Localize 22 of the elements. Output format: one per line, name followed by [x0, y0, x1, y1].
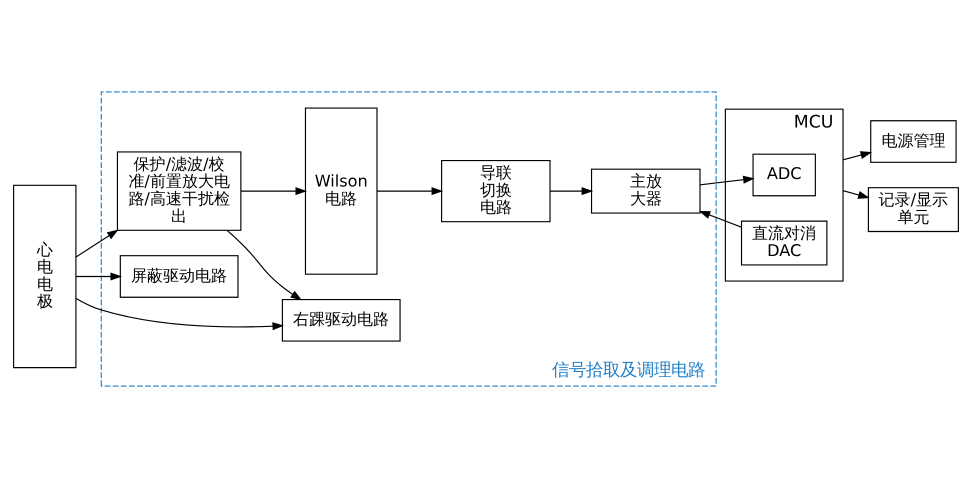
node-box: 右踝驱动电路 — [281, 298, 400, 342]
arrow — [376, 186, 443, 195]
node-box: 直流对消 DAC — [740, 220, 827, 266]
arrow — [75, 297, 284, 330]
arrow — [240, 186, 307, 195]
node-box: Wilson 电路 — [304, 107, 378, 274]
node-box: 保护/滤波/校准/前置放大电路/高速干扰检出 — [116, 150, 241, 230]
arrow — [700, 175, 754, 185]
arrow — [842, 150, 872, 160]
node-box: 心电电极 — [12, 184, 76, 368]
node-box: 电源管理 — [870, 120, 956, 162]
node-box: 导联切换电路 — [440, 159, 550, 222]
node-box: ADC — [752, 153, 816, 196]
node-box: 屏蔽驱动电路 — [119, 254, 238, 298]
arrow — [226, 230, 302, 300]
node-box: 记录/显示单元 — [867, 186, 958, 232]
node-box: 主放大器 — [590, 168, 700, 214]
arrow — [698, 210, 741, 228]
arrow — [76, 272, 122, 280]
arrow — [550, 186, 593, 195]
arrow — [842, 190, 870, 198]
arrow — [75, 229, 118, 257]
